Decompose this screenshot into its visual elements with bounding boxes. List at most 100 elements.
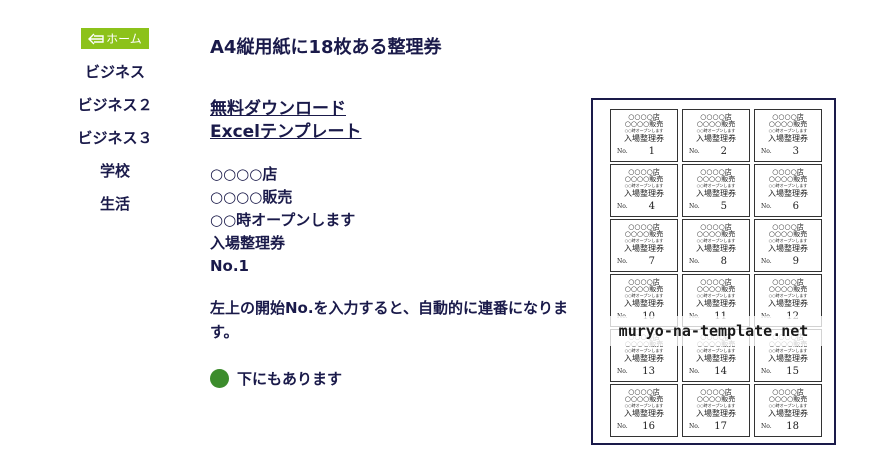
sidebar-item-business-3[interactable]: ビジネス３ — [77, 129, 153, 147]
ticket-admission: 入場整理券 — [696, 409, 736, 418]
ticket-open: ○○時オープンします — [696, 348, 736, 353]
free-download-link[interactable]: 無料ダウンロード — [210, 99, 346, 119]
download-links: 無料ダウンロード Excelテンプレート — [210, 98, 362, 144]
sidebar-item-school[interactable]: 学校 — [99, 162, 130, 180]
ticket-sales: ○○○○販売 — [768, 120, 808, 128]
ticket-number: 18 — [786, 421, 799, 432]
ticket-number: 5 — [720, 201, 727, 212]
ticket-no-label: No. — [689, 258, 700, 265]
ticket-no-label: No. — [689, 203, 700, 210]
ticket-number: 3 — [792, 146, 799, 157]
sidebar-item-business[interactable]: ビジネス — [84, 63, 145, 81]
ticket-number: 16 — [642, 421, 655, 432]
home-button[interactable]: ホーム — [81, 28, 149, 49]
ticket-number: 13 — [642, 366, 655, 377]
ticket-no-label: No. — [689, 368, 700, 375]
ticket-number: 4 — [648, 201, 655, 212]
ticket-sales: ○○○○販売 — [624, 395, 664, 403]
ticket-shop: ○○○○店 — [772, 388, 804, 396]
ticket-open: ○○時オープンします — [624, 403, 664, 408]
ticket-shop: ○○○○店 — [700, 113, 732, 121]
ticket-no-label: No. — [761, 423, 772, 430]
ticket-shop: ○○○○店 — [772, 223, 804, 231]
ticket-sales: ○○○○販売 — [696, 285, 736, 293]
ticket-open: ○○時オープンします — [696, 293, 736, 298]
ticket-shop: ○○○○店 — [772, 113, 804, 121]
ticket-open: ○○時オープンします — [696, 183, 736, 188]
ticket: ○○○○店○○○○販売○○時オープンします入場整理券 No. 3 — [754, 109, 822, 162]
ticket-admission: 入場整理券 — [624, 134, 664, 143]
ticket-open: ○○時オープンします — [768, 128, 808, 133]
ticket-open: ○○時オープンします — [768, 348, 808, 353]
sample-sales: ○○○○販売 — [210, 188, 293, 206]
ticket-sales: ○○○○販売 — [768, 285, 808, 293]
ticket-sales: ○○○○販売 — [624, 285, 664, 293]
watermark-text: muryo-na-template.net — [618, 322, 809, 340]
ticket-admission: 入場整理券 — [768, 189, 808, 198]
ticket-admission: 入場整理券 — [624, 244, 664, 253]
ticket-shop: ○○○○店 — [772, 168, 804, 176]
page-title: A4縦用紙に18枚ある整理券 — [210, 37, 442, 58]
ticket-open: ○○時オープンします — [768, 403, 808, 408]
ticket-admission: 入場整理券 — [624, 354, 664, 363]
ticket-number: 9 — [792, 256, 799, 267]
ticket-sales: ○○○○販売 — [696, 175, 736, 183]
ticket-admission: 入場整理券 — [624, 409, 664, 418]
ticket-sales: ○○○○販売 — [624, 230, 664, 238]
ticket-admission: 入場整理券 — [768, 244, 808, 253]
ticket-admission: 入場整理券 — [768, 299, 808, 308]
watermark: muryo-na-template.net — [593, 316, 834, 346]
sample-number: No.1 — [210, 257, 249, 275]
ticket-open: ○○時オープンします — [696, 403, 736, 408]
ticket-shop: ○○○○店 — [700, 388, 732, 396]
ticket-sales: ○○○○販売 — [624, 120, 664, 128]
ticket-open: ○○時オープンします — [624, 293, 664, 298]
ticket-number: 6 — [792, 201, 799, 212]
ticket-no-label: No. — [617, 258, 628, 265]
ticket-admission: 入場整理券 — [768, 409, 808, 418]
ticket-open: ○○時オープンします — [768, 293, 808, 298]
ticket-open: ○○時オープンします — [696, 128, 736, 133]
sidebar-item-business-2[interactable]: ビジネス２ — [77, 96, 153, 114]
ticket-no-label: No. — [617, 148, 628, 155]
ticket-shop: ○○○○店 — [700, 278, 732, 286]
description: 左上の開始No.を入力すると、自動的に連番になります。 — [210, 299, 568, 341]
arrow-left-icon — [88, 33, 104, 45]
ticket-open: ○○時オープンします — [624, 128, 664, 133]
ticket-number: 15 — [786, 366, 799, 377]
ticket-sales: ○○○○販売 — [624, 175, 664, 183]
ticket-shop: ○○○○店 — [772, 278, 804, 286]
green-dot-icon — [210, 369, 229, 388]
ticket-no-label: No. — [761, 148, 772, 155]
ticket-admission: 入場整理券 — [696, 189, 736, 198]
ticket-no-label: No. — [617, 423, 628, 430]
ticket-admission: 入場整理券 — [696, 134, 736, 143]
ticket-open: ○○時オープンします — [624, 348, 664, 353]
ticket-admission: 入場整理券 — [624, 189, 664, 198]
more-label: 下にもあります — [237, 370, 343, 388]
sidebar-item-life[interactable]: 生活 — [99, 195, 130, 213]
ticket-admission: 入場整理券 — [768, 354, 808, 363]
ticket-sales: ○○○○販売 — [696, 230, 736, 238]
ticket-no-label: No. — [761, 258, 772, 265]
ticket-shop: ○○○○店 — [628, 278, 660, 286]
sample-admission: 入場整理券 — [210, 234, 286, 252]
ticket-sales: ○○○○販売 — [768, 230, 808, 238]
ticket-sales: ○○○○販売 — [696, 120, 736, 128]
ticket-shop: ○○○○店 — [700, 223, 732, 231]
ticket-number: 7 — [648, 256, 655, 267]
excel-template-link[interactable]: Excelテンプレート — [210, 122, 362, 142]
ticket-no-label: No. — [761, 203, 772, 210]
ticket-no-label: No. — [617, 203, 628, 210]
ticket-admission: 入場整理券 — [768, 134, 808, 143]
ticket-no-label: No. — [689, 423, 700, 430]
